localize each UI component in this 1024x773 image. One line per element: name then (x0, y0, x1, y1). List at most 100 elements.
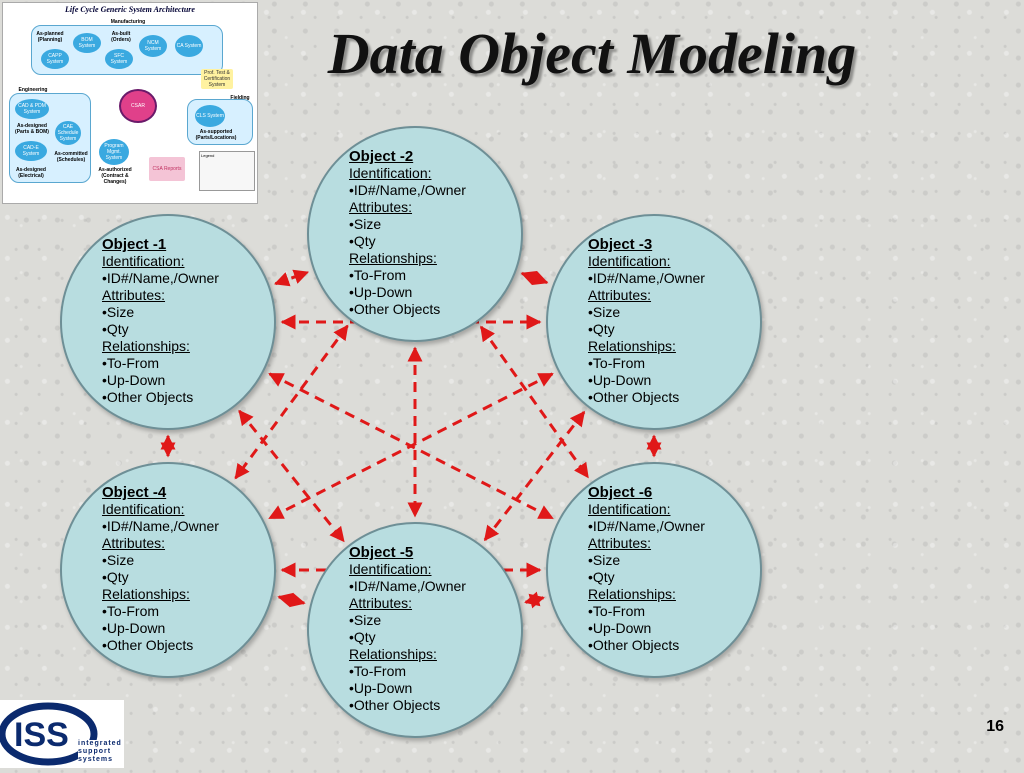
thumb-node: Program Mgmt. System (99, 139, 129, 165)
attr-item: •Qty (588, 569, 615, 585)
logo-line: support (78, 748, 112, 755)
relationship-arrow-5-6 (524, 591, 545, 609)
thumb-node: SFC System (105, 49, 133, 69)
attr-item: •Size (102, 552, 135, 568)
logo-text: integrated support systems (78, 740, 122, 764)
thumb-label: As-designed (Parts & BOM) (15, 123, 49, 135)
relationship-arrow-3-4 (268, 372, 554, 520)
attr-label: Attributes: (349, 199, 413, 215)
rel-item: •To-From (349, 267, 407, 283)
thumb-label: As-designed (Electrical) (15, 167, 46, 179)
rel-item: •To-From (588, 603, 646, 619)
architecture-thumbnail: Life Cycle Generic System Architecture M… (2, 2, 258, 204)
attr-label: Attributes: (102, 535, 166, 551)
attr-label: Attributes: (349, 595, 413, 611)
ident-label: Identification: (349, 561, 432, 577)
thumb-node: CAD & PDM System (15, 99, 49, 119)
logo-line: integrated (78, 740, 122, 747)
rel-item: •Other Objects (349, 697, 441, 713)
rel-item: •Other Objects (102, 389, 194, 405)
thumb-node-csa-reports: CSA Reports (149, 157, 185, 181)
thumb-legend-title: Legend (201, 153, 215, 158)
thumb-node: Prof. Test & Certification System (201, 69, 233, 89)
relationship-arrow-4-5 (277, 592, 306, 608)
thumb-engineering-label: Engineering (18, 87, 48, 93)
relationship-arrow-1-2 (273, 269, 310, 287)
relationship-arrow-1-5 (238, 409, 345, 543)
iss-logo: ISS integrated support systems (0, 700, 124, 768)
rel-label: Relationships: (102, 586, 190, 602)
rel-item: •To-From (588, 355, 646, 371)
ident-label: Identification: (588, 501, 671, 517)
rel-item: •Up-Down (102, 620, 166, 636)
ident-value: •ID#/Name,/Owner (102, 518, 219, 534)
thumb-node-csar: CSAR (119, 89, 157, 123)
page-title: Data Object Modeling (327, 21, 857, 86)
ident-value: •ID#/Name,/Owner (102, 270, 219, 286)
attr-item: •Size (349, 216, 382, 232)
thumb-node: CAPP System (41, 49, 69, 69)
rel-item: •Other Objects (588, 389, 680, 405)
object-title: Object -1 (102, 236, 167, 253)
ident-label: Identification: (588, 253, 671, 269)
thumb-label: As-committed (Schedules) (54, 151, 88, 163)
relationship-arrow-2-3 (520, 270, 549, 286)
rel-label: Relationships: (102, 338, 190, 354)
attr-item: •Qty (349, 629, 376, 645)
ident-label: Identification: (102, 253, 185, 269)
rel-item: •Other Objects (349, 301, 441, 317)
rel-item: •Up-Down (102, 372, 166, 388)
thumbnail-title: Life Cycle Generic System Architecture (65, 5, 195, 14)
object-5-node[interactable]: Object -5 Identification: •ID#/Name,/Own… (307, 522, 523, 738)
iss-logo-mark: ISS (0, 702, 98, 766)
thumb-node: BOM System (73, 33, 101, 53)
rel-label: Relationships: (349, 250, 437, 266)
object-text: Object -3 Identification: •ID#/Name,/Own… (588, 236, 705, 406)
rel-item: •Other Objects (588, 637, 680, 653)
object-4-node[interactable]: Object -4 Identification: •ID#/Name,/Own… (60, 462, 276, 678)
attr-label: Attributes: (102, 287, 166, 303)
thumb-node: CAE Schedule System (55, 121, 81, 145)
attr-item: •Size (588, 552, 621, 568)
thumb-node: NCM System (139, 35, 167, 57)
ident-value: •ID#/Name,/Owner (588, 270, 705, 286)
thumb-node: CAD-E System (15, 141, 47, 161)
thumb-fielding-label: Fielding (230, 95, 250, 101)
rel-item: •Other Objects (102, 637, 194, 653)
thumb-legend: Legend (199, 151, 255, 191)
object-text: Object -2 Identification: •ID#/Name,/Own… (349, 148, 466, 318)
object-6-node[interactable]: Object -6 Identification: •ID#/Name,/Own… (546, 462, 762, 678)
object-2-node[interactable]: Object -2 Identification: •ID#/Name,/Own… (307, 126, 523, 342)
object-3-node[interactable]: Object -3 Identification: •ID#/Name,/Own… (546, 214, 762, 430)
rel-label: Relationships: (349, 646, 437, 662)
thumb-node: CA System (175, 35, 203, 57)
thumb-node: CLS System (195, 105, 225, 127)
svg-text:ISS: ISS (14, 716, 69, 754)
object-text: Object -4 Identification: •ID#/Name,/Own… (102, 484, 219, 654)
ident-value: •ID#/Name,/Owner (349, 578, 466, 594)
rel-item: •Up-Down (349, 680, 413, 696)
rel-item: •Up-Down (588, 620, 652, 636)
thumb-label: As-built (Orders) (111, 31, 131, 43)
ident-value: •ID#/Name,/Owner (349, 182, 466, 198)
object-1-node[interactable]: Object -1 Identification: •ID#/Name,/Own… (60, 214, 276, 430)
ident-label: Identification: (102, 501, 185, 517)
object-title: Object -4 (102, 484, 167, 501)
object-text: Object -6 Identification: •ID#/Name,/Own… (588, 484, 705, 654)
thumb-label: As-supported (Parts/Locations) (195, 129, 237, 141)
page-number: 16 (986, 718, 1004, 735)
thumb-label: As-authorized (Contract & Changes) (98, 167, 132, 185)
rel-label: Relationships: (588, 586, 676, 602)
attr-item: •Qty (102, 569, 129, 585)
object-text: Object -1 Identification: •ID#/Name,/Own… (102, 236, 219, 406)
object-title: Object -2 (349, 148, 414, 165)
object-title: Object -5 (349, 544, 414, 561)
rel-item: •Up-Down (588, 372, 652, 388)
attr-item: •Size (588, 304, 621, 320)
rel-label: Relationships: (588, 338, 676, 354)
object-title: Object -3 (588, 236, 653, 253)
ident-value: •ID#/Name,/Owner (588, 518, 705, 534)
attr-item: •Size (102, 304, 135, 320)
rel-item: •Up-Down (349, 284, 413, 300)
attr-label: Attributes: (588, 535, 652, 551)
